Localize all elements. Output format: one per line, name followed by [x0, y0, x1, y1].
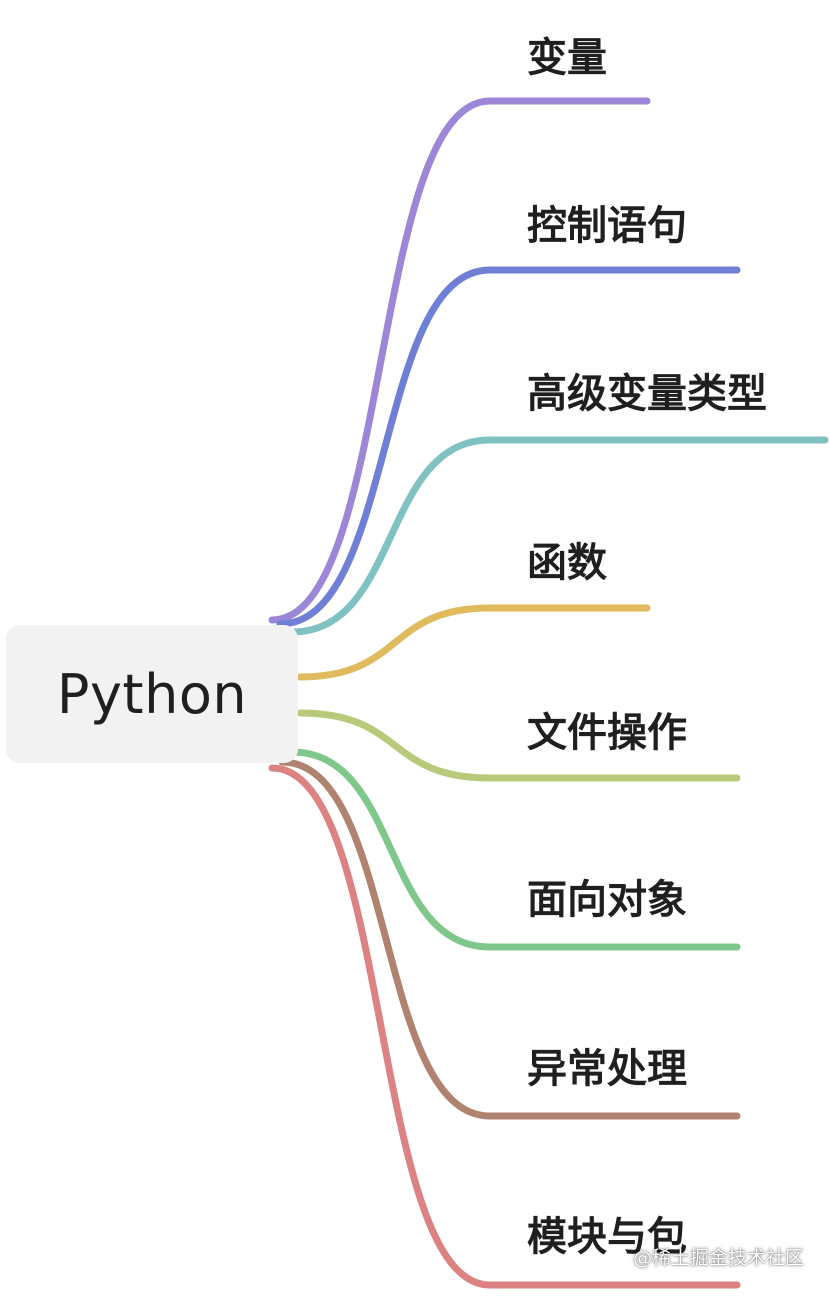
connector-kongzhi-yuju	[276, 266, 741, 628]
connector-wenjian-caozuo	[296, 709, 741, 782]
branch-node-mianxiang-duixiang[interactable]: 面向对象	[527, 877, 687, 923]
branch-node-wenjian-caozuo[interactable]: 文件操作	[527, 710, 687, 756]
branch-node-mokuai-yu-bao[interactable]: 模块与包	[527, 1214, 687, 1260]
connector-yichang-chuli	[278, 758, 741, 1120]
branch-node-yichang-chuli[interactable]: 异常处理	[527, 1046, 687, 1092]
root-node-label: Python	[56, 662, 248, 726]
connector-bianliang	[268, 97, 651, 624]
root-node[interactable]: Python	[6, 625, 298, 763]
watermark: @稀土掘金技术社区	[632, 1247, 804, 1269]
connector-mianxiang-duixiang	[288, 748, 741, 951]
branch-node-bianliang[interactable]: 变量	[527, 35, 607, 81]
branch-node-kongzhi-yuju[interactable]: 控制语句	[527, 203, 687, 249]
branch-node-hanshu[interactable]: 函数	[527, 540, 607, 586]
connector-hanshu	[296, 604, 651, 681]
connector-gaoji-bianliang-leixing	[288, 436, 829, 636]
branch-node-gaoji-bianliang-leixing[interactable]: 高级变量类型	[527, 371, 767, 417]
connector-mokuai-yu-bao	[268, 764, 741, 1289]
